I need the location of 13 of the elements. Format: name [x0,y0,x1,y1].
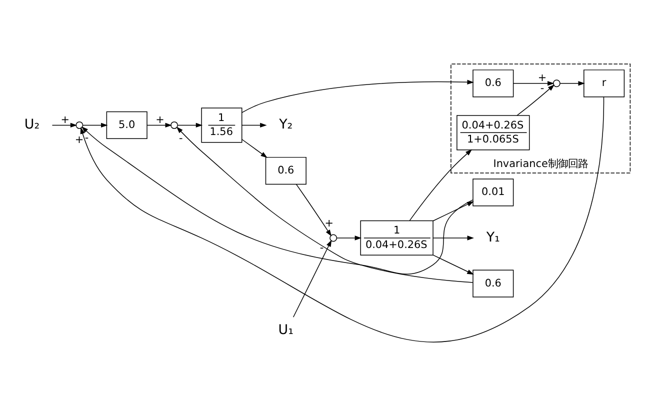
node-text: U₁ [278,322,294,338]
edge-label: - [84,132,89,144]
edge-label: + [324,216,334,229]
edge-label: + [60,113,70,126]
node-text: U₂ [24,116,40,132]
node-text: Y₁ [486,230,500,245]
edge-label: - [540,82,544,94]
node-text: Y₂ [279,116,293,132]
edge-label: + [74,133,84,146]
edge-label: - [179,132,183,144]
edge-label: + [156,113,164,126]
edge-label: - [320,242,324,254]
edge-label: + [538,72,547,84]
